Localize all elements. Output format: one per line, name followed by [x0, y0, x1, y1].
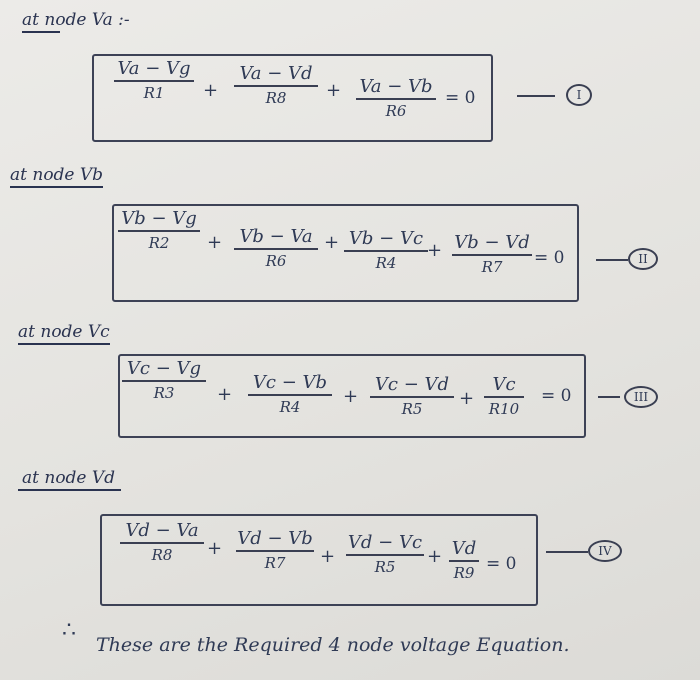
numerator: Vc — [492, 374, 516, 395]
numerator: Vd − Vc — [347, 532, 423, 553]
equation-label-3: III — [624, 386, 658, 408]
equation-box-4 — [100, 514, 538, 606]
denominator: R7 — [264, 554, 286, 572]
denominator: R6 — [265, 252, 287, 270]
term-3-3: Vc − Vd R5 — [366, 374, 458, 418]
term-2-2: Vb − Va R6 — [230, 226, 322, 270]
plus-sign: + — [203, 80, 219, 101]
equation-label-4: IV — [588, 540, 622, 562]
numerator: Vb − Va — [239, 226, 313, 247]
denominator: R2 — [148, 234, 170, 252]
denominator: R10 — [488, 400, 520, 418]
numerator: Va − Vd — [239, 63, 313, 84]
heading-node-vc: at node Vc — [18, 322, 110, 345]
denominator: R8 — [151, 546, 173, 564]
denominator: R8 — [265, 89, 287, 107]
term-2-3: Vb − Vc R4 — [340, 228, 432, 272]
term-4-4: Vd R9 — [444, 538, 484, 582]
term-3-2: Vc − Vb R4 — [244, 372, 336, 416]
numerator: Va − Vg — [117, 58, 191, 79]
denominator: R5 — [401, 400, 423, 418]
plus-sign: + — [427, 240, 443, 261]
heading-node-vb: at node Vb — [10, 165, 104, 188]
denominator: R1 — [143, 84, 165, 102]
numerator: Vb − Vc — [348, 228, 424, 249]
equals-zero: = 0 — [445, 88, 476, 108]
therefore-symbol: ∴ — [62, 618, 76, 643]
plus-sign: + — [207, 232, 223, 253]
denominator: R7 — [481, 258, 503, 276]
plus-sign: + — [320, 546, 336, 567]
plus-sign: + — [207, 538, 223, 559]
denominator: R4 — [375, 254, 397, 272]
plus-sign: + — [324, 232, 340, 253]
denominator: R4 — [279, 398, 301, 416]
heading-node-vd: at node Vd — [18, 468, 122, 491]
numerator: Va − Vb — [359, 76, 433, 97]
denominator: R5 — [374, 558, 396, 576]
denominator: R3 — [153, 384, 175, 402]
numerator: Vc − Vd — [374, 374, 450, 395]
term-2-4: Vb − Vd R7 — [448, 232, 536, 276]
term-1-2: Va − Vd R8 — [230, 63, 322, 107]
equation-box-2 — [112, 204, 579, 302]
term-4-2: Vd − Vb R7 — [232, 528, 318, 572]
numerator: Vd — [451, 538, 477, 559]
equals-zero: = 0 — [486, 554, 517, 574]
numerator: Vd − Vb — [237, 528, 313, 549]
term-3-1: Vc − Vg R3 — [118, 358, 210, 402]
numerator: Vc − Vg — [126, 358, 202, 379]
equals-zero: = 0 — [541, 386, 572, 406]
numerator: Vb − Vd — [454, 232, 530, 253]
plus-sign: + — [217, 384, 233, 405]
numerator: Vc − Vb — [252, 372, 328, 393]
equation-box-1 — [92, 54, 493, 142]
numerator: Vb − Vg — [121, 208, 197, 229]
plus-sign: + — [326, 80, 342, 101]
plus-sign: + — [343, 386, 359, 407]
equals-zero: = 0 — [534, 248, 565, 268]
term-1-3: Va − Vb R6 — [350, 76, 442, 120]
denominator: R9 — [453, 564, 475, 582]
plus-sign: + — [427, 546, 443, 567]
numerator: Vd − Va — [125, 520, 199, 541]
equation-label-2: II — [628, 248, 658, 270]
term-2-1: Vb − Vg R2 — [114, 208, 204, 252]
plus-sign: + — [459, 388, 475, 409]
heading-node-va: at node Va :- — [22, 10, 130, 33]
term-4-3: Vd − Vc R5 — [342, 532, 428, 576]
denominator: R6 — [385, 102, 407, 120]
term-4-1: Vd − Va R8 — [116, 520, 208, 564]
conclusion-text: These are the Required 4 node voltage Eq… — [96, 634, 570, 656]
term-3-4: Vc R10 — [478, 374, 530, 418]
equation-box-3 — [118, 354, 586, 438]
equation-label-1: I — [566, 84, 592, 106]
term-1-1: Va − Vg R1 — [108, 58, 200, 102]
